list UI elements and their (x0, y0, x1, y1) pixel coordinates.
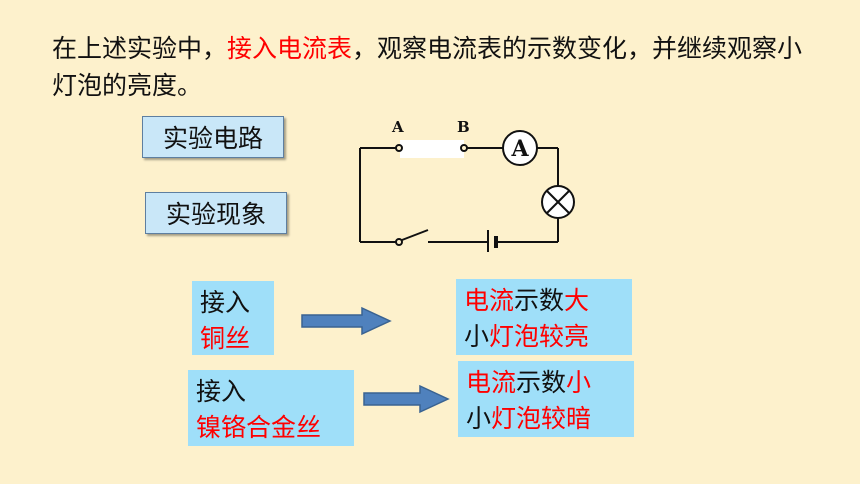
result-line1: 电流示数大 (464, 283, 624, 319)
input-line2: 镍铬合金丝 (196, 413, 322, 442)
result-black2: 小 (464, 322, 490, 351)
stray-dot (58, 47, 60, 49)
result-black1: 示数 (514, 286, 565, 315)
point-b-label: B (457, 118, 470, 136)
switch-lever (401, 229, 429, 241)
result-red1: 电流 (464, 286, 515, 315)
result-red3: 灯泡较亮 (489, 322, 590, 351)
input-line1: 接入 (200, 288, 251, 317)
phenomenon-label-text: 实验现象 (165, 200, 266, 229)
result-black1: 示数 (516, 368, 567, 397)
intro-part1: 在上述实验中， (52, 34, 228, 63)
circuit-label: 实验电路 (142, 116, 284, 158)
arrow-icon (301, 306, 392, 336)
input-line2: 铜丝 (200, 324, 251, 353)
input-line1: 接入 (196, 377, 247, 406)
switch-pivot (395, 238, 403, 246)
input-box-copper: 接入 铜丝 (192, 281, 274, 355)
terminal-a (395, 144, 403, 152)
result-line2: 小灯泡较暗 (466, 401, 626, 437)
intro-highlight: 接入电流表 (227, 34, 353, 63)
circuit-diagram: A B A (359, 118, 575, 252)
ammeter-label: A (510, 136, 529, 162)
input-box-nichrome: 接入 镍铬合金丝 (188, 370, 354, 446)
result-red3: 灯泡较暗 (491, 404, 592, 433)
intro-text: 在上述实验中，接入电流表，观察电流表的示数变化，并继续观察小灯泡的亮度。 (52, 30, 812, 104)
result-black2: 小 (466, 404, 492, 433)
result-red2: 小 (566, 368, 592, 397)
result-red1: 电流 (466, 368, 517, 397)
circuit-label-text: 实验电路 (162, 124, 263, 153)
bulb-cross-2 (546, 190, 570, 214)
result-line2: 小灯泡较亮 (464, 319, 624, 355)
phenomenon-label: 实验现象 (145, 192, 287, 234)
result-box-copper: 电流示数大 小灯泡较亮 (456, 279, 632, 355)
result-line1: 电流示数小 (466, 365, 626, 401)
ammeter-symbol (502, 130, 538, 166)
arrow-icon (363, 384, 450, 414)
terminal-b (460, 144, 468, 152)
point-a-label: A (391, 118, 404, 136)
result-red2: 大 (564, 286, 590, 315)
intro-part2: ，观察电流表的示数变化，并继续观察小灯泡的亮度。 (52, 34, 803, 100)
test-gap (400, 140, 464, 158)
result-box-nichrome: 电流示数小 小灯泡较暗 (458, 361, 634, 437)
